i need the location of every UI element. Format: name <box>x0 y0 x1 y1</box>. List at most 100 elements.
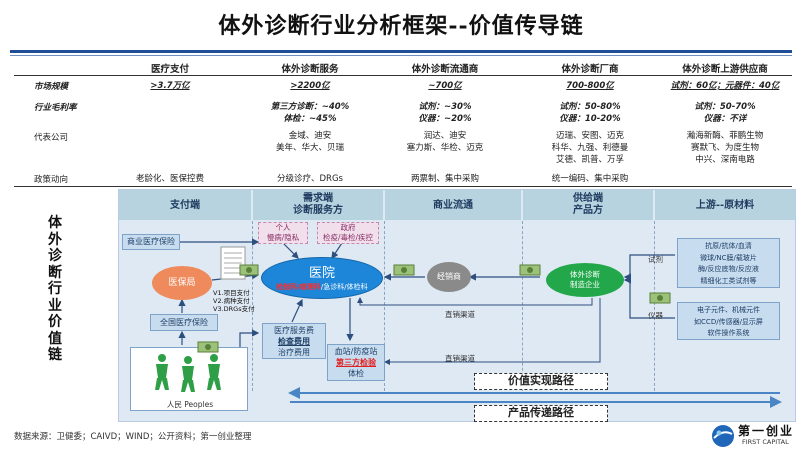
column-divider-3 <box>522 221 523 391</box>
table-bottom-rule <box>14 186 792 187</box>
companies-distribution-1: 润达、迪安 <box>423 131 467 141</box>
col-header-bg-manufacturer <box>523 190 653 220</box>
fees-medical-service: 医疗服务费 <box>274 326 314 335</box>
node-fees-box: 医疗服务费 检查费用 治疗费用 <box>262 323 326 359</box>
col-header-distribution: 商业流通 <box>433 200 473 211</box>
payment-methods: V1.项目支付 V2.病种支付 V3.DRGs支付 <box>213 289 255 313</box>
header-upstream: 体外诊断上游供应商 <box>682 64 768 75</box>
col-header-bg-distribution <box>385 190 521 220</box>
third-party-lab: 第三方检验 <box>336 358 376 367</box>
header-payment: 医疗支付 <box>150 64 189 75</box>
node-distributor: 经销商 <box>427 262 471 292</box>
arrow-direct-channel-hospital <box>357 297 593 306</box>
market-size-upstream: 试剂：60亿；元器件：40亿 <box>670 81 780 91</box>
policy-distribution: 两票制、集中采购 <box>410 174 479 184</box>
arrow-government-to-hospital <box>331 242 343 259</box>
node-government: 政府 检疫/毒检/疾控 <box>317 222 379 244</box>
market-size-manufacturer: 700-800亿 <box>566 81 614 91</box>
margin-manufacturer-2: 仪器：10-20% <box>559 114 621 124</box>
value-chain-side-title: 体外诊断行业价值链 <box>40 215 70 364</box>
node-hospital: 医院 检验科/病理科/急诊科/体检科 <box>261 257 383 299</box>
people-label: 人民 Peoples <box>166 400 214 409</box>
reagent-label: 试剂 <box>648 255 663 264</box>
money-icon <box>239 264 259 276</box>
market-size-distribution: ~700亿 <box>428 81 462 91</box>
companies-service-1: 金域、迪安 <box>288 131 332 141</box>
margin-distribution-1: 试剂：~30% <box>418 102 472 112</box>
instrument-label: 仪器 <box>648 311 663 320</box>
margin-upstream-2: 仪器：不详 <box>703 114 747 124</box>
column-divider-1 <box>252 221 253 391</box>
col-header-manufacturer: 供给端 产品方 <box>573 193 603 216</box>
node-instrument-materials: 电子元件、机械元件 如CCD/传感器/显示屏 软件操作系统 <box>677 302 780 340</box>
node-medical-insurance-bureau: 医保局 <box>152 266 212 300</box>
hospital-dept-other: /急诊科/体检科 <box>320 283 368 291</box>
margin-service-2: 体检：~45% <box>283 114 337 124</box>
policy-payment: 老龄化、医保控费 <box>135 174 204 184</box>
margin-manufacturer-1: 试剂：50-80% <box>559 102 621 112</box>
margin-distribution-2: 仪器：~20% <box>418 114 472 124</box>
arrow-personal-to-hospital <box>282 242 299 259</box>
arrow-direct-channel-thirdparty <box>384 298 601 365</box>
column-divider-4 <box>654 221 655 391</box>
margin-service-1: 第三方诊断：~40% <box>270 102 350 112</box>
companies-manufacturer-3: 艾德、凯普、万孚 <box>555 155 624 165</box>
fees-treatment: 治疗费用 <box>278 348 310 357</box>
companies-distribution-2: 塞力斯、华检、迈克 <box>406 143 484 153</box>
page-title: 体外诊断行业分析框架--价值传导链 <box>218 13 584 39</box>
market-size-service: >2200亿 <box>290 81 330 91</box>
companies-upstream-3: 中兴、深南电路 <box>695 155 755 165</box>
blood-station: 血站/防疫站 <box>334 347 378 356</box>
margin-upstream-1: 试剂：50-70% <box>694 102 756 112</box>
col-header-upstream: 上游--原材料 <box>695 200 755 211</box>
node-commercial-insurance: 商业医疗保险 <box>122 234 180 250</box>
policy-service: 分级诊疗、DRGs <box>277 174 343 184</box>
market-size-payment: >3.7万亿 <box>150 81 190 91</box>
col-header-service: 需求端 诊断服务方 <box>293 193 343 216</box>
logo-en: FIRST CAPITAL <box>742 438 789 446</box>
companies-manufacturer-2: 科华、九强、利德曼 <box>551 143 629 153</box>
logo-cn: 第一创业 <box>738 424 795 438</box>
header-manufacturer: 体外诊断厂商 <box>561 64 619 75</box>
col-header-bg-upstream <box>655 190 795 220</box>
money-icon <box>197 341 219 353</box>
header-distribution: 体外诊断流通商 <box>411 64 479 75</box>
companies-upstream-1: 瀚海新酶、菲鹏生物 <box>686 131 764 141</box>
title-divider-thin <box>10 55 792 56</box>
col-header-payment: 支付端 <box>170 200 200 211</box>
direct-channel-label-1: 直销渠道 <box>445 310 475 319</box>
data-source-note: 数据来源：卫健委；CAIVD；WIND；公开资料；第一创业整理 <box>14 432 252 442</box>
money-icon <box>649 292 671 304</box>
receipt-icon <box>220 246 246 280</box>
money-icon <box>393 264 415 276</box>
col-header-bg-service <box>253 190 383 220</box>
value-path-box: 价值实现路径 <box>474 373 608 390</box>
companies-service-2: 美年、华大、贝瑞 <box>275 143 344 153</box>
node-third-party-box: 血站/防疫站 第三方检验 体检 <box>327 344 385 381</box>
fees-exam: 检查费用 <box>278 337 310 346</box>
people-icon <box>155 354 221 392</box>
col-header-bg-payment <box>119 190 251 220</box>
row-label-policy: 政策动向 <box>34 175 69 185</box>
row-label-companies: 代表公司 <box>34 133 69 143</box>
health-check: 体检 <box>348 369 364 378</box>
arrow-fees-to-hospital <box>291 298 303 323</box>
title-divider <box>10 50 792 53</box>
companies-upstream-2: 赛默飞、为度生物 <box>690 143 759 153</box>
node-reagent-materials: 抗原/抗体/血清 微球/NC膜/载玻片 酶/反应底物/反应液 精细化工类试剂等 <box>677 238 780 288</box>
first-capital-logo-icon <box>712 425 734 447</box>
side-title-text: 体外诊断行业价值链 <box>48 215 62 363</box>
arrow-instrument-to-manufacturer <box>623 276 675 319</box>
hospital-label: 医院 <box>308 266 335 281</box>
row-label-market-size: 市场规模 <box>34 82 69 92</box>
table-header-rule <box>14 75 792 76</box>
header-service: 体外诊断服务 <box>281 64 339 75</box>
money-icon <box>519 264 541 276</box>
hospital-dept-lab: 检验科/病理科 <box>276 283 321 291</box>
node-personal: 个人 慢病/隐私 <box>258 222 308 244</box>
companies-manufacturer-1: 迈瑞、安图、迈克 <box>555 131 624 141</box>
node-manufacturer: 体外诊断 制造企业 <box>546 263 624 297</box>
product-path-box: 产品传递路径 <box>474 405 608 422</box>
column-divider-2 <box>384 221 385 391</box>
